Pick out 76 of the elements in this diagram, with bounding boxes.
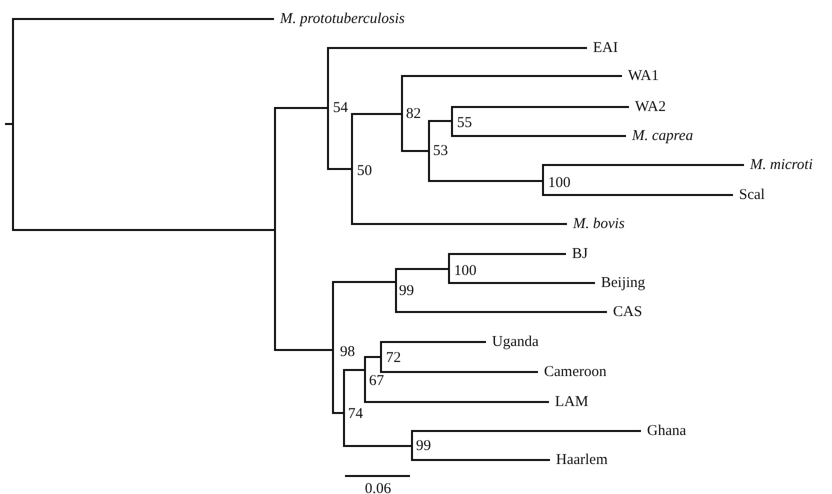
taxon-label: BJ <box>566 245 588 263</box>
tree-branch <box>453 106 629 108</box>
tree-branch <box>334 412 343 414</box>
tree-branch <box>397 311 607 313</box>
taxon-label: M. bovis <box>567 215 625 233</box>
bootstrap-value: 99 <box>416 439 431 454</box>
tree-branch <box>382 341 486 343</box>
tree-branch <box>14 229 274 231</box>
taxon-label: M. microti <box>744 156 813 174</box>
branch-point-line <box>451 106 453 137</box>
tree-branch <box>453 135 626 137</box>
bootstrap-value: 99 <box>399 284 414 299</box>
tree-branch <box>430 180 542 182</box>
taxon-label: Ghana <box>641 422 686 440</box>
tree-branch <box>345 445 411 447</box>
taxon-label: CAS <box>607 303 642 321</box>
tree-branch <box>353 113 401 115</box>
tree-branch <box>430 120 451 122</box>
bootstrap-value: 54 <box>333 101 348 116</box>
branch-point-line <box>448 253 450 284</box>
bootstrap-value: 100 <box>548 176 570 191</box>
tree-branch <box>544 194 733 196</box>
taxon-label: Beijing <box>595 274 646 292</box>
bootstrap-value: 67 <box>369 374 384 389</box>
bootstrap-value: 55 <box>457 116 472 131</box>
bootstrap-value: 74 <box>348 407 363 422</box>
taxon-label: Cameroon <box>538 363 606 381</box>
tree-branch <box>450 253 566 255</box>
tree-branch <box>366 401 549 403</box>
tree-branch <box>450 282 595 284</box>
branch-point-line <box>274 107 276 351</box>
taxon-label: Uganda <box>486 333 539 351</box>
branch-point-line <box>401 75 403 152</box>
bootstrap-value: 72 <box>386 351 401 366</box>
bootstrap-value: 50 <box>357 164 372 179</box>
tree-branch <box>5 123 12 125</box>
bootstrap-value: 53 <box>433 144 448 159</box>
branch-point-line <box>411 430 413 461</box>
taxon-label: Haarlem <box>550 451 608 469</box>
branch-point-line <box>332 281 334 414</box>
tree-branch <box>403 150 428 152</box>
branch-point-line <box>327 47 329 170</box>
tree-branch <box>14 18 274 20</box>
tree-branch <box>329 168 351 170</box>
branch-point-line <box>542 164 544 196</box>
tree-branch <box>276 349 332 351</box>
tree-branch <box>413 459 550 461</box>
tree-branch <box>544 164 744 166</box>
tree-branch <box>382 371 538 373</box>
bootstrap-value: 82 <box>406 107 421 122</box>
tree-branch <box>345 369 364 371</box>
branch-point-line <box>351 113 353 225</box>
tree-branch <box>334 281 395 283</box>
branch-point-line <box>364 356 366 403</box>
tree-branch <box>276 107 327 109</box>
branch-point-line <box>395 268 397 313</box>
tree-branch <box>397 268 448 270</box>
tree-branch <box>413 430 641 432</box>
tree-branch <box>329 47 587 49</box>
taxon-label: EAI <box>587 39 618 57</box>
bootstrap-value: 100 <box>454 264 476 279</box>
branch-point-line <box>343 369 345 447</box>
branch-point-line <box>428 120 430 182</box>
taxon-label: WA2 <box>629 98 666 116</box>
taxon-label: M. prototuberculosis <box>274 10 405 28</box>
branch-point-line <box>12 18 14 231</box>
taxon-label: WA1 <box>622 67 659 85</box>
branch-point-line <box>380 341 382 373</box>
taxon-label: LAM <box>549 393 588 411</box>
tree-branch <box>403 75 622 77</box>
scale-label: 0.06 <box>364 481 392 494</box>
tree-branch <box>366 356 380 358</box>
taxon-label: M. caprea <box>626 127 694 145</box>
bootstrap-value: 98 <box>340 345 355 360</box>
tree-branch <box>353 223 567 225</box>
taxon-label: Scal <box>733 186 765 204</box>
